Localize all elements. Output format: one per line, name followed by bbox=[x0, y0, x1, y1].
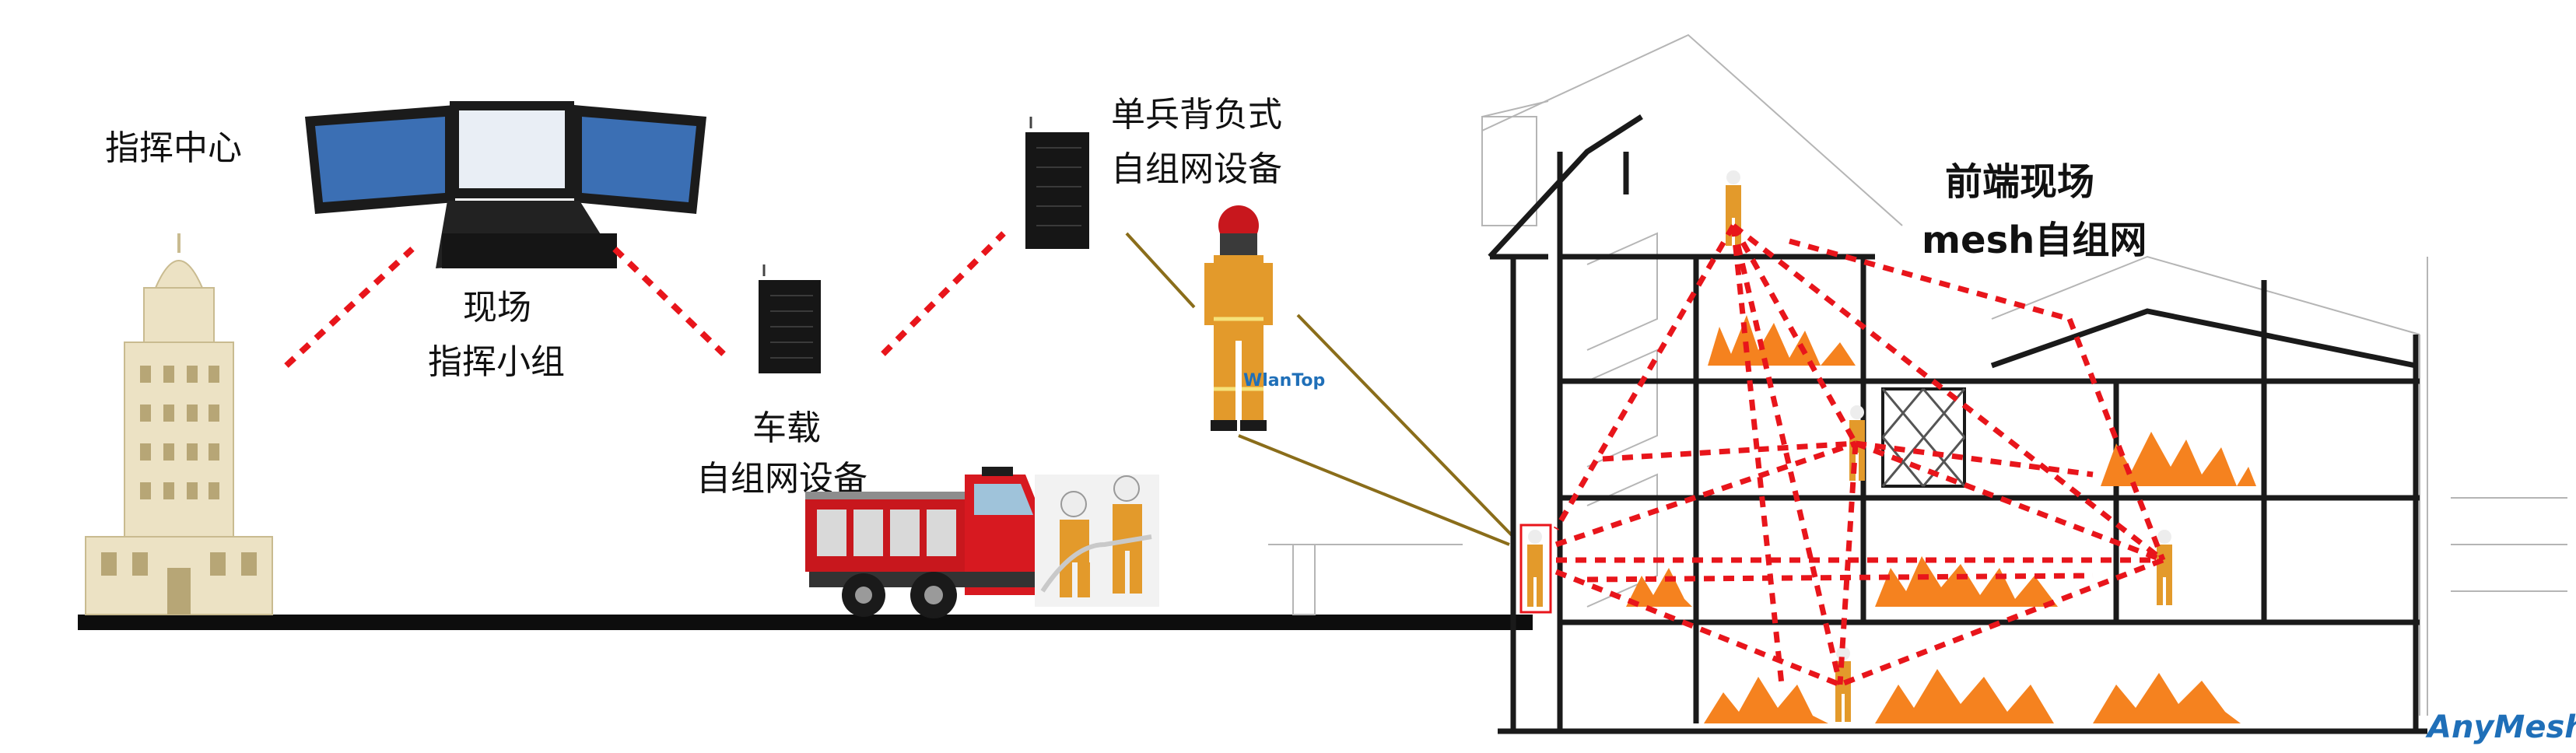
field-command-label-1: 现场 bbox=[463, 288, 531, 327]
fire-icons bbox=[1626, 315, 2256, 723]
radio-links bbox=[1239, 315, 1513, 545]
manpack-label-2: 自组网设备 bbox=[1111, 149, 1282, 189]
vehicle-mesh-radio-icon bbox=[759, 264, 821, 373]
command-tower-icon bbox=[86, 233, 272, 615]
backhaul-links bbox=[286, 233, 1004, 366]
command-center-label: 指挥中心 bbox=[105, 128, 242, 168]
frontline-label-2: mesh自组网 bbox=[1922, 219, 2147, 262]
vehicle-label-1: 车载 bbox=[752, 408, 821, 448]
rugged-laptop-icon bbox=[305, 101, 706, 268]
manpack-firefighter-icon bbox=[1127, 205, 1273, 431]
device-brand-label: WlanTop bbox=[1243, 371, 1325, 391]
hose-team-firefighters-icon bbox=[1035, 475, 1159, 607]
firefighter-entry-icon bbox=[1521, 525, 1551, 612]
anymesh-logo: AnyMesh bbox=[2425, 709, 2576, 745]
ground-line bbox=[78, 615, 1533, 630]
manpack-label-1: 单兵背负式 bbox=[1111, 95, 1282, 135]
frontline-label-1: 前端现场 bbox=[1945, 160, 2094, 204]
firefighter-right-wing-icon bbox=[2157, 530, 2172, 605]
manpack-mesh-radio-icon bbox=[1025, 117, 1089, 249]
field-command-label-2: 指挥小组 bbox=[428, 342, 565, 382]
